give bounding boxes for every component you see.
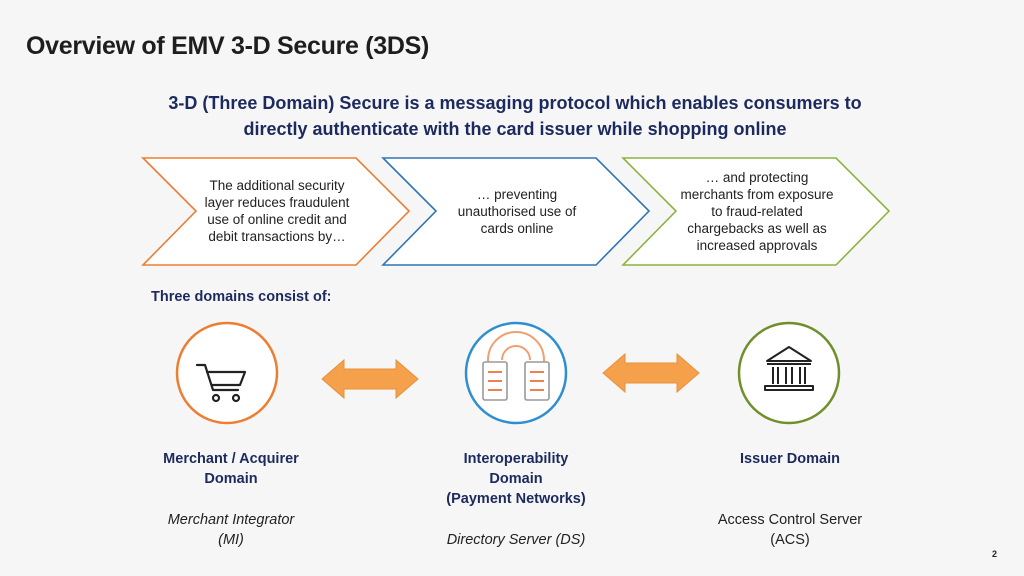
- domains-heading: Three domains consist of:: [151, 289, 332, 305]
- subtitle: 3-D (Three Domain) Secure is a messaging…: [130, 90, 900, 142]
- interoperability-domain-name-line-1: Interoperability: [463, 451, 569, 467]
- issuer-domain-name: Issuer Domain: [740, 451, 840, 467]
- page-number: 2: [991, 549, 997, 559]
- subtitle-line-1: 3-D (Three Domain) Secure is a messaging…: [168, 93, 862, 113]
- chevron-step-1: [141, 157, 411, 266]
- interoperability-domain-name-line-3: (Payment Networks): [446, 491, 586, 507]
- chevron-step-3: [621, 157, 891, 266]
- step-2-text: … preventing unauthorised use of cards o…: [457, 186, 577, 236]
- interoperability-domain-name-line-2: Domain: [489, 471, 543, 487]
- chevron-step-2: [381, 157, 651, 266]
- server-network-icon: [482, 331, 550, 401]
- page-title: Overview of EMV 3-D Secure (3DS): [26, 32, 430, 60]
- issuer-domain-role-line-1: Access Control Server: [717, 512, 863, 528]
- merchant-domain-role-line-1: Merchant Integrator: [167, 512, 295, 528]
- merchant-domain-role: Merchant Integrator (MI): [131, 510, 331, 550]
- merchant-domain-role-line-2: (MI): [218, 532, 244, 548]
- issuer-domain-role-line-2: (ACS): [770, 532, 810, 548]
- merchant-domain-name-line-2: Domain: [204, 471, 258, 487]
- merchant-domain-name-line-1: Merchant / Acquirer: [163, 451, 299, 467]
- issuer-domain-circle: [737, 321, 841, 425]
- connector-arrow-right: [602, 352, 700, 394]
- bank-icon: [764, 346, 814, 391]
- interoperability-domain-role: Directory Server (DS): [446, 532, 586, 548]
- subtitle-line-2: directly authenticate with the card issu…: [243, 119, 787, 139]
- connector-arrow-left: [321, 358, 419, 400]
- interoperability-domain-circle: [464, 321, 568, 425]
- step-1-text: The additional security layer reduces fr…: [204, 178, 350, 244]
- issuer-domain-role: Access Control Server (ACS): [690, 510, 890, 550]
- merchant-domain-name: Merchant / Acquirer Domain: [131, 449, 331, 489]
- shopping-cart-icon: [195, 363, 247, 403]
- interoperability-domain-name: Interoperability Domain (Payment Network…: [408, 449, 624, 509]
- step-3-text: … and protecting merchants from exposure…: [680, 170, 834, 253]
